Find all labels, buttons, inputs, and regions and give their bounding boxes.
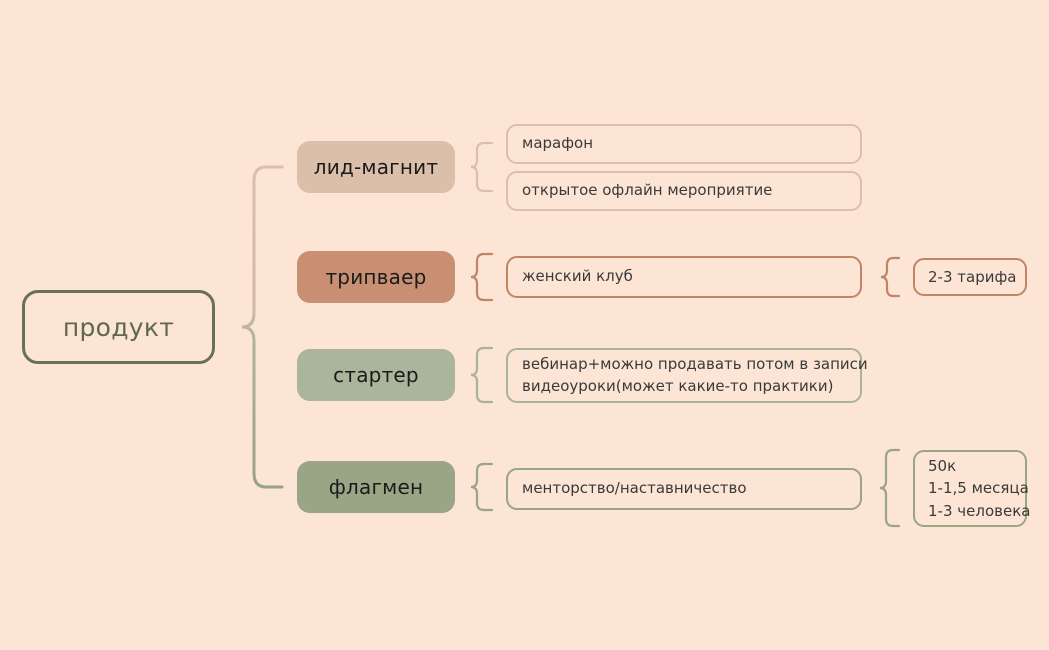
- item-box-marathon[interactable]: марафон: [506, 124, 862, 164]
- category-label-lead-magnet: лид-магнит: [313, 155, 439, 179]
- detail-text-line: 1-1,5 месяца: [928, 479, 1029, 498]
- brace-root: [241, 165, 284, 489]
- root-node-product[interactable]: продукт: [22, 290, 215, 364]
- detail-text-line: 2-3 тарифа: [928, 267, 1017, 286]
- category-label-flagship: флагмен: [328, 475, 424, 499]
- brace-tripwire-detail: [880, 256, 901, 298]
- detail-text-line: 50к: [928, 456, 957, 475]
- item-box-mentorship[interactable]: менторство/наставничество: [506, 468, 862, 510]
- brace-starter: [470, 346, 494, 404]
- category-node-starter[interactable]: стартер: [297, 349, 455, 401]
- detail-box-tariffs[interactable]: 2-3 тарифа: [913, 258, 1027, 296]
- category-node-tripwire[interactable]: трипваер: [297, 251, 455, 303]
- item-text-line: женский клуб: [522, 267, 633, 286]
- item-box-webinar[interactable]: вебинар+можно продавать потом в записи в…: [506, 348, 868, 403]
- item-text-line: вебинар+можно продавать потом в записи: [522, 354, 868, 373]
- category-node-flagship[interactable]: флагмен: [297, 461, 455, 513]
- category-label-tripwire: трипваер: [325, 265, 427, 289]
- brace-lead-magnet: [470, 141, 494, 193]
- item-box-womens-club[interactable]: женский клуб: [506, 256, 862, 298]
- item-text-line: открытое офлайн мероприятие: [522, 181, 773, 200]
- item-text-line: марафон: [522, 134, 594, 153]
- item-text-line: видеоуроки(может какие-то практики): [522, 376, 834, 395]
- detail-box-flagship-terms[interactable]: 50к 1-1,5 месяца 1-3 человека: [913, 450, 1031, 527]
- detail-text-line: 1-3 человека: [928, 501, 1031, 520]
- category-label-starter: стартер: [333, 363, 419, 387]
- brace-flagship: [470, 462, 494, 512]
- item-text-line: менторство/наставничество: [522, 479, 747, 498]
- category-node-lead-magnet[interactable]: лид-магнит: [297, 141, 455, 193]
- brace-flagship-detail: [879, 448, 901, 528]
- brace-tripwire: [470, 252, 494, 302]
- root-node-label: продукт: [62, 312, 175, 342]
- item-box-offline-event[interactable]: открытое офлайн мероприятие: [506, 171, 862, 211]
